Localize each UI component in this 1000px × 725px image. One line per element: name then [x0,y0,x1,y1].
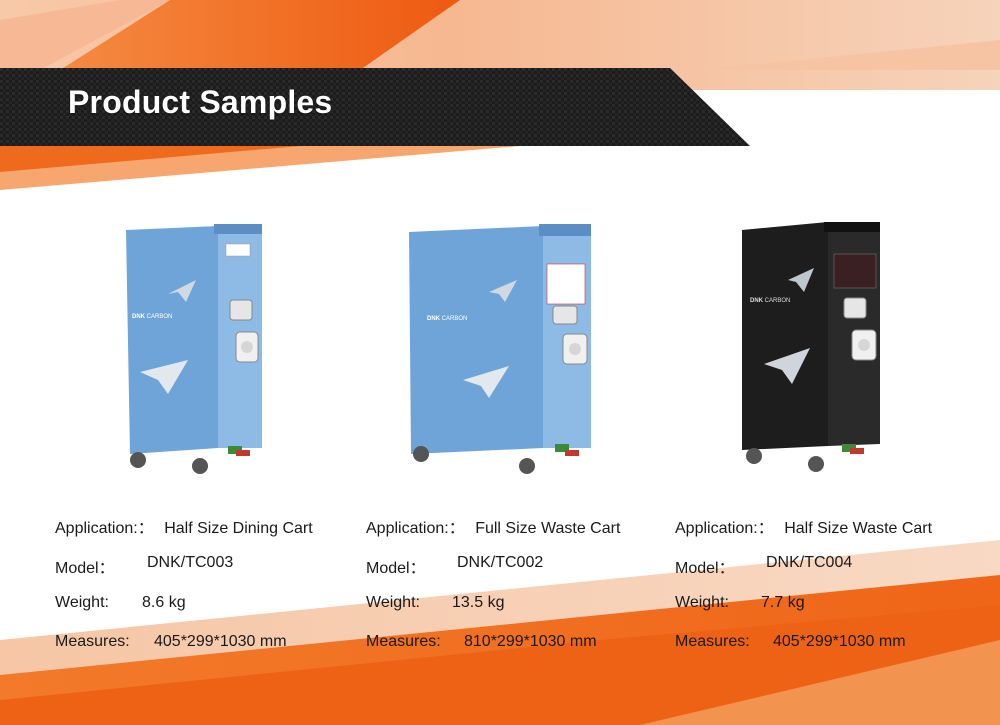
weight-value: 7.7 kg [761,594,805,611]
svg-text:DNK CARBON: DNK CARBON [132,314,172,320]
svg-text:DNK CARBON: DNK CARBON [427,316,467,322]
weight-row: Weight: 8.6 kg [55,594,186,612]
measures-label: Measures: [675,633,750,650]
model-row: Model： DNK/TC004 [675,554,852,578]
weight-label: Weight: [55,594,109,611]
application-value: Half Size Dining Cart [164,520,313,537]
svg-text:DNK CARBON: DNK CARBON [750,298,790,304]
measures-value: 810*299*1030 mm [464,633,597,650]
title-banner [0,68,750,146]
model-label: Model： [366,560,426,577]
model-row: Model： DNK/TC002 [366,554,543,578]
page-title: Product Samples [68,84,333,120]
measures-row: Measures: 405*299*1030 mm [675,633,906,651]
application-row: Application:： Half Size Waste Cart [675,514,932,538]
measures-row: Measures: 405*299*1030 mm [55,633,287,651]
model-value: DNK/TC003 [147,554,234,571]
application-value: Full Size Waste Cart [475,520,621,537]
measures-value: 405*299*1030 mm [154,633,287,650]
application-value: Half Size Waste Cart [784,520,933,537]
measures-label: Measures: [55,633,130,650]
weight-label: Weight: [366,594,420,611]
weight-label: Weight: [675,594,729,611]
product-image-2: DNK CARBON [409,224,591,474]
model-value: DNK/TC002 [457,554,544,571]
weight-value: 8.6 kg [142,594,186,611]
product-image-1: DNK CARBON [126,224,262,474]
weight-row: Weight: 13.5 kg [366,594,504,612]
model-row: Model： DNK/TC003 [55,554,233,578]
model-label: Model： [675,560,735,577]
application-label: Application:： [55,520,154,537]
model-value: DNK/TC004 [766,554,853,571]
product-image-3: DNK CARBON [742,222,880,472]
application-row: Application:： Half Size Dining Cart [55,514,313,538]
weight-row: Weight: 7.7 kg [675,594,805,612]
measures-row: Measures: 810*299*1030 mm [366,633,597,651]
model-label: Model： [55,560,115,577]
measures-value: 405*299*1030 mm [773,633,906,650]
weight-value: 13.5 kg [452,594,505,611]
application-row: Application:： Full Size Waste Cart [366,514,620,538]
application-label: Application:： [675,520,774,537]
measures-label: Measures: [366,633,441,650]
application-label: Application:： [366,520,465,537]
